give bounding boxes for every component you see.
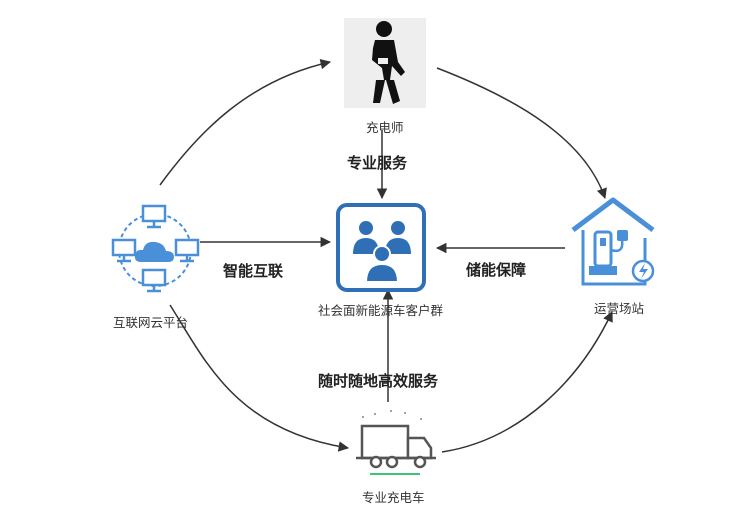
cloud-platform-label: 互联网云平台 — [113, 315, 189, 330]
charger-label: 充电师 — [366, 120, 404, 135]
customers-label: 社会面新能源车客户群 — [318, 303, 444, 318]
arrow-truck-to-station — [441, 311, 613, 453]
truck-label: 专业充电车 — [362, 490, 425, 505]
edge-label-professional-service: 专业服务 — [347, 154, 408, 172]
arrow-cloud-to-truck — [169, 304, 350, 452]
edge-label-smart-interconnect: 智能互联 — [223, 262, 284, 280]
station-label: 运营场站 — [594, 301, 645, 316]
person-walking-icon — [344, 18, 426, 108]
truck-icon — [356, 410, 436, 475]
edge-label-anytime-service: 随时随地高效服务 — [318, 372, 439, 390]
cloud-network-icon — [111, 204, 200, 293]
charging-station-icon — [571, 197, 655, 286]
edge-label-storage-guarantee: 储能保障 — [466, 261, 527, 279]
arrow-charger-to-station — [436, 67, 607, 199]
user-group-icon — [336, 203, 426, 292]
arrow-cloud-to-charger — [159, 58, 332, 186]
